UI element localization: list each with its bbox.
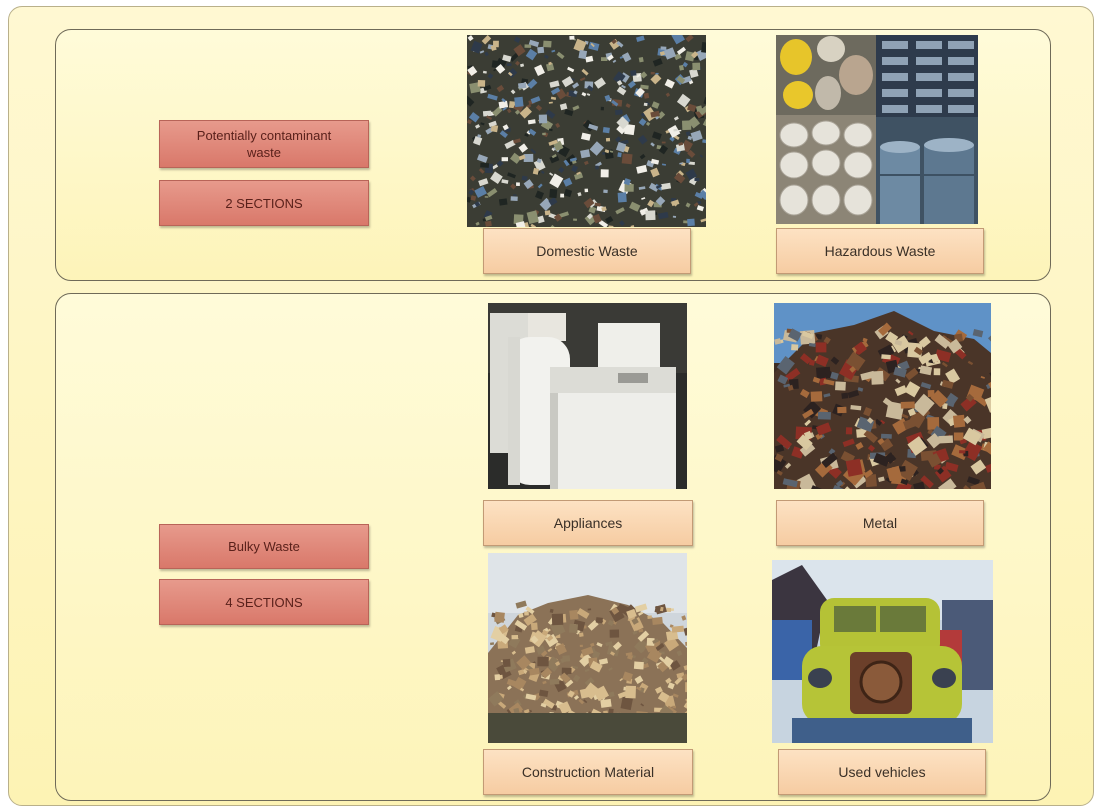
item-label-construction-material: Construction Material xyxy=(483,749,693,795)
category-box-bulky: Bulky Waste xyxy=(159,524,369,569)
construction-material-photo xyxy=(488,553,687,743)
used-vehicles-photo xyxy=(772,560,993,743)
sections-box-contaminant: 2 SECTIONS xyxy=(159,180,369,226)
domestic-waste-photo xyxy=(467,35,706,227)
item-label-domestic-waste: Domestic Waste xyxy=(483,228,691,274)
category-box-contaminant: Potentially contaminant waste xyxy=(159,120,369,168)
metal-photo xyxy=(774,303,991,489)
sections-count-label: 2 SECTIONS xyxy=(225,195,303,211)
category-label: Potentially contaminant waste xyxy=(196,128,332,160)
item-label-text: Hazardous Waste xyxy=(824,243,936,259)
sections-count-label: 4 SECTIONS xyxy=(225,594,303,610)
item-label-text: Used vehicles xyxy=(838,764,926,780)
item-label-text: Appliances xyxy=(553,515,623,531)
item-label-metal: Metal xyxy=(776,500,984,546)
appliances-photo xyxy=(488,303,687,489)
item-label-text: Construction Material xyxy=(521,764,655,780)
item-label-used-vehicles: Used vehicles xyxy=(778,749,986,795)
item-label-text: Metal xyxy=(862,515,898,531)
sections-box-bulky: 4 SECTIONS xyxy=(159,579,369,625)
category-label: Bulky Waste xyxy=(228,539,300,554)
hazardous-waste-photo xyxy=(776,35,978,224)
item-label-appliances: Appliances xyxy=(483,500,693,546)
item-label-text: Domestic Waste xyxy=(536,243,638,259)
item-label-hazardous-waste: Hazardous Waste xyxy=(776,228,984,274)
